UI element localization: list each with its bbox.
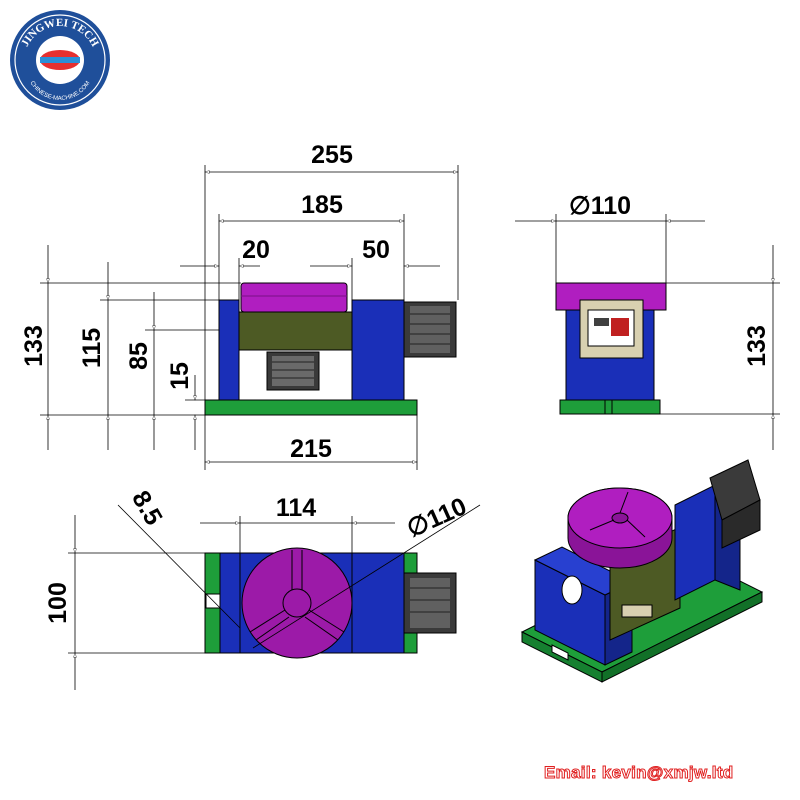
dim-base-thickness: 15 (166, 362, 194, 390)
dim-inner-width: 185 (301, 191, 343, 219)
dim-height-total: 133 (20, 325, 48, 367)
side-view: ∅110 133 (515, 192, 780, 450)
isometric-view (520, 459, 764, 683)
dim-height-115: 115 (78, 328, 106, 368)
dim-side-height: 133 (743, 325, 771, 367)
dim-side-diameter: ∅110 (569, 192, 631, 220)
company-logo: JINGWEI TECH CHINESE-MACHINE.COM (10, 10, 110, 110)
dim-height-85: 85 (125, 342, 153, 370)
contact-email: Email: kevin@xmjw.ltd (543, 763, 734, 783)
dim-depth: 100 (44, 582, 72, 624)
dim-slot: 8.5 (126, 486, 168, 530)
top-view: 114 8.5 ∅110 100 (44, 486, 481, 690)
dim-base-width: 215 (290, 435, 332, 463)
dim-left-offset: 20 (242, 236, 270, 264)
front-view: 255 185 20 50 215 133 115 85 15 (20, 141, 460, 470)
dim-top-diameter: ∅110 (403, 492, 471, 543)
dim-block-spacing: 114 (276, 494, 316, 522)
dim-overall-width: 255 (311, 141, 353, 169)
dim-motor-offset: 50 (362, 236, 390, 264)
